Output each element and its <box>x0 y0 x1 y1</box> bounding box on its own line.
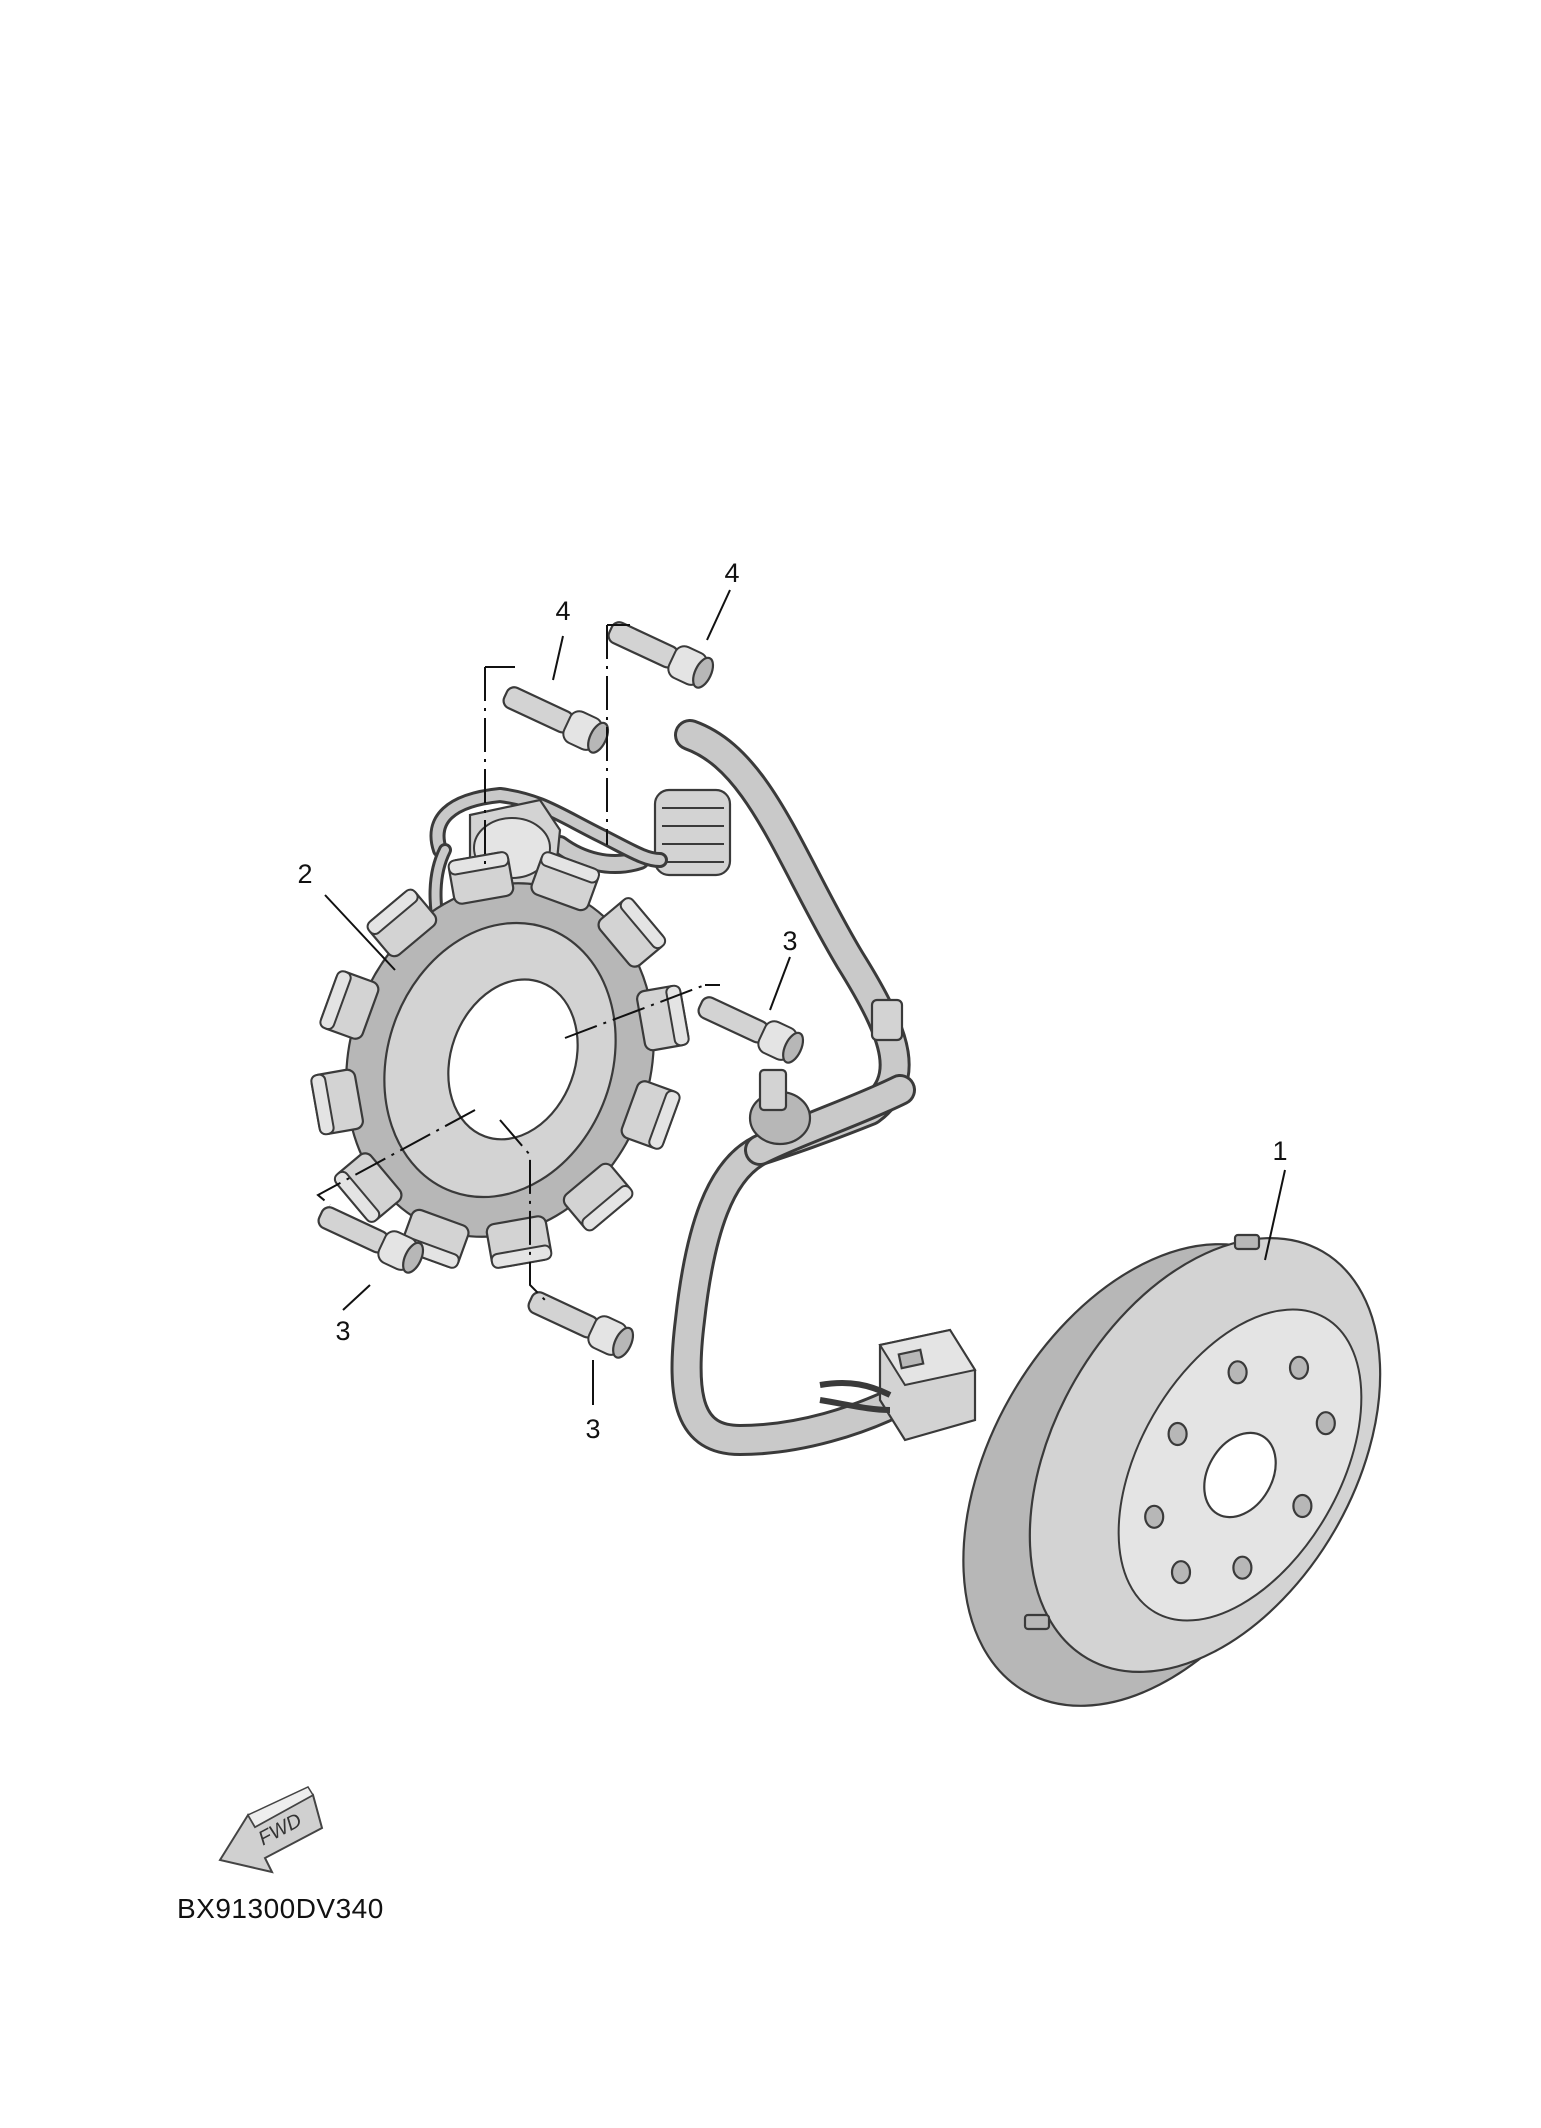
rotor-hole <box>1227 1360 1248 1385</box>
callout-stator: 2 <box>297 859 312 889</box>
callout-rotor: 1 <box>1272 1136 1287 1166</box>
rotor-hole <box>1232 1555 1253 1580</box>
stator-pole <box>530 851 601 912</box>
leader-lines <box>324 589 1286 1405</box>
callout-bolt-4-right: 4 <box>724 558 739 588</box>
stator-pole <box>597 897 667 968</box>
stator-pole <box>620 1080 681 1150</box>
bolt-3-upper <box>697 996 805 1064</box>
stator-pole <box>319 970 380 1040</box>
bolt-4-right <box>607 621 715 689</box>
rotor-hole <box>1315 1411 1336 1436</box>
stator-pole <box>333 1152 403 1223</box>
wire-harness <box>550 719 977 1456</box>
callout-bolt-3-lower: 3 <box>585 1414 600 1444</box>
rotor-hole <box>1170 1560 1192 1585</box>
rotor-hole <box>1144 1504 1165 1529</box>
callout-bolt-4-left: 4 <box>555 596 570 626</box>
diagram-code: BX91300DV340 <box>177 1893 384 1924</box>
stator-pole <box>366 888 438 958</box>
stator-pole <box>447 851 515 905</box>
bolt-3-left <box>317 1206 425 1274</box>
alignment-lines <box>316 624 720 1301</box>
bolt-4-left <box>502 686 610 754</box>
callout-bolt-3-left: 3 <box>335 1316 350 1346</box>
harness-connector <box>819 1328 977 1442</box>
rotor-hole <box>1288 1355 1310 1380</box>
stator-pole <box>310 1068 364 1136</box>
rotor-hole <box>1167 1421 1188 1447</box>
stator <box>310 851 690 1269</box>
forward-arrow-icon: FWD <box>218 1786 324 1874</box>
flywheel-rotor <box>962 1233 1382 1707</box>
stator-pole <box>485 1215 553 1269</box>
callouts: 1 2 3 3 3 4 4 <box>297 558 1287 1444</box>
rotor-hole <box>1292 1493 1313 1519</box>
stator-pole <box>636 984 690 1052</box>
stator-pole <box>562 1162 634 1232</box>
callout-bolt-3-upper: 3 <box>782 926 797 956</box>
bolt-3-lower <box>527 1291 635 1359</box>
